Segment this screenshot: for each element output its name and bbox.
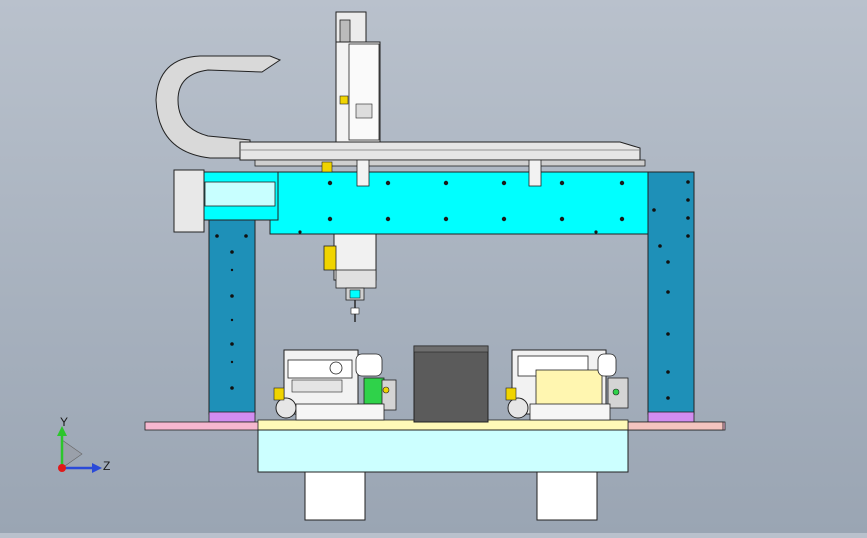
triad-origin [58, 464, 66, 472]
z-axis-label: Z [103, 459, 110, 473]
upper-rail [239, 141, 646, 167]
z-axis-arrowhead [92, 463, 102, 473]
center-block [413, 345, 489, 423]
right-column [647, 171, 695, 423]
z-axis-carriage [335, 11, 381, 143]
right-fixture [505, 349, 629, 421]
right-leg [536, 471, 598, 521]
coordinate-triad: Y Z [57, 415, 110, 473]
left-leg [304, 471, 366, 521]
base-box [257, 429, 629, 473]
y-axis-label: Y [60, 415, 68, 429]
dispensing-head [323, 233, 377, 322]
cable-drag-chain [155, 55, 282, 159]
left-fixture [273, 349, 397, 421]
left-column [208, 219, 256, 423]
y-axis-arrowhead [57, 426, 67, 436]
triad-plane-icon [61, 439, 83, 469]
cyan-crossbeam [173, 159, 649, 235]
